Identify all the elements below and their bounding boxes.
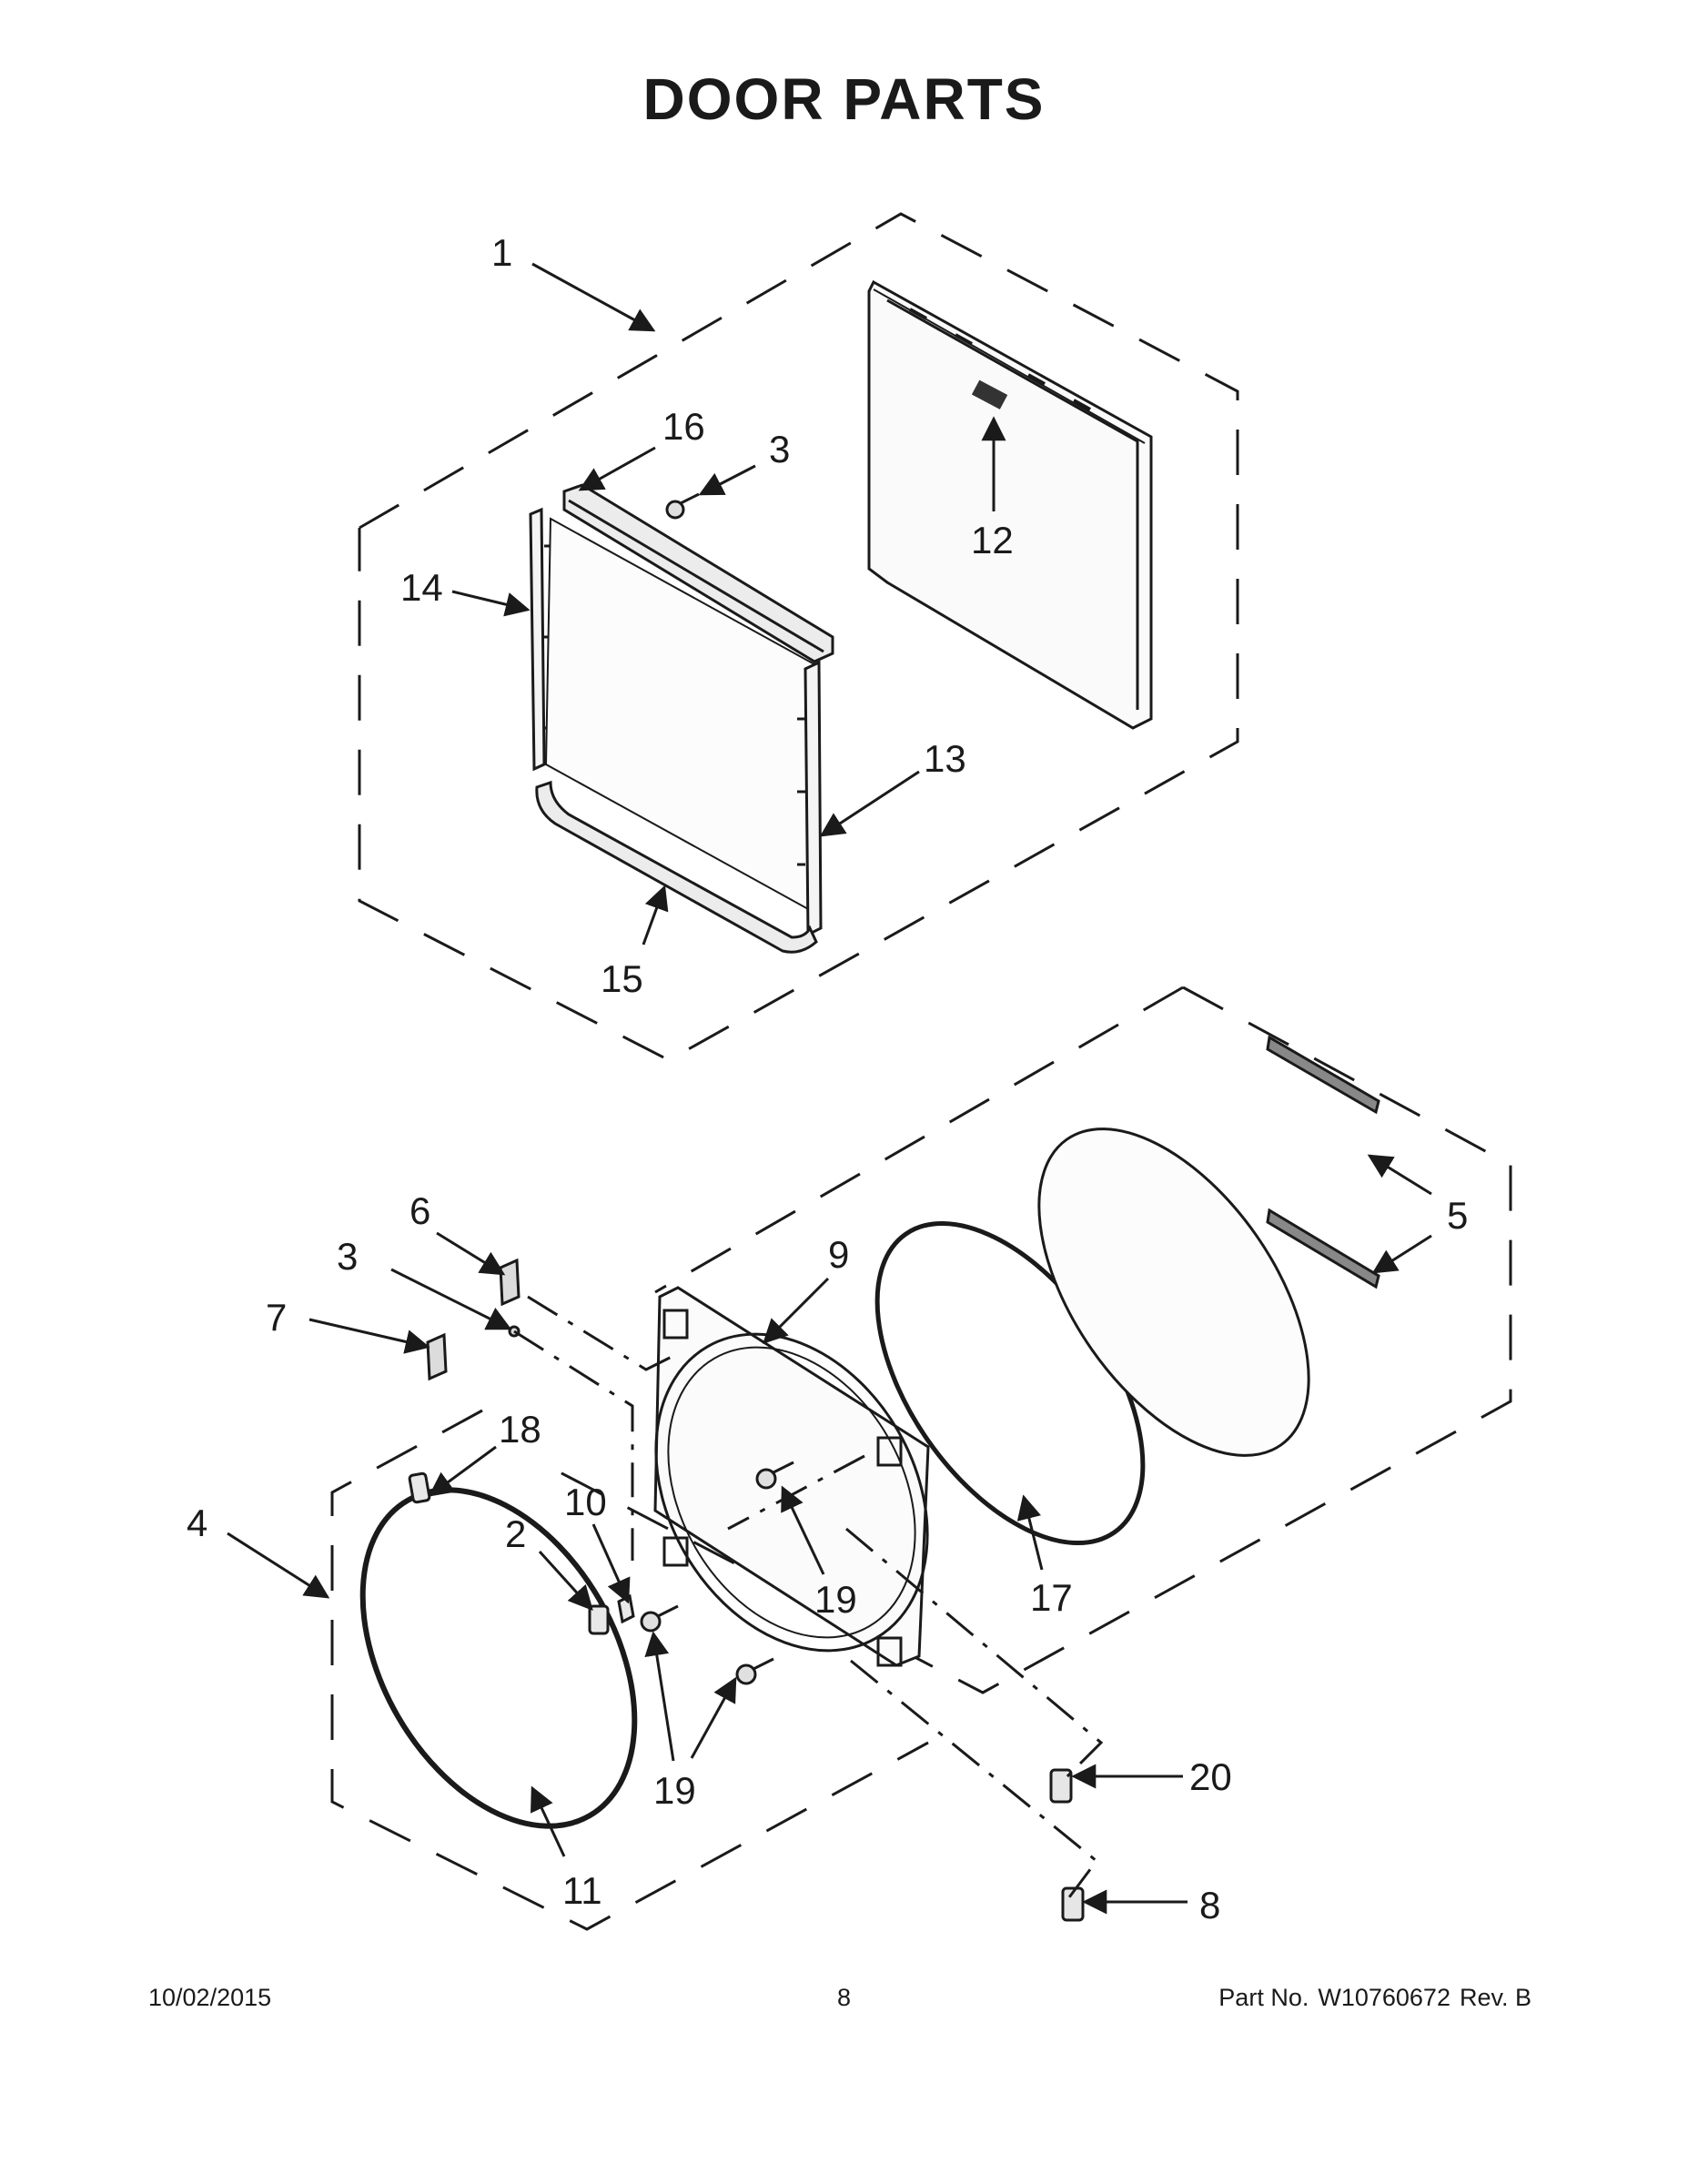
footer-part-label: Part No. — [1218, 1984, 1309, 2011]
callout-14: 14 — [400, 566, 443, 609]
hinge-brackets — [426, 1258, 521, 1381]
callout-7: 7 — [266, 1296, 287, 1339]
footer-date: 10/02/2015 — [148, 1984, 272, 2011]
bottom-door-trim — [535, 780, 818, 954]
callout-3-upper: 3 — [769, 428, 790, 470]
callout-20: 20 — [1189, 1755, 1232, 1798]
callout-6: 6 — [409, 1189, 430, 1232]
callout-3-lower: 3 — [337, 1235, 358, 1278]
callout-18: 18 — [499, 1408, 541, 1451]
callout-13: 13 — [924, 737, 966, 780]
callout-19-upper: 19 — [814, 1578, 857, 1621]
callout-17: 17 — [1030, 1576, 1073, 1619]
callout-9: 9 — [828, 1233, 849, 1276]
callout-4: 4 — [187, 1502, 207, 1544]
page-title: DOOR PARTS — [642, 66, 1046, 132]
leader-arrows — [227, 262, 1432, 1915]
inner-door-frame — [653, 1286, 930, 1667]
door-glass — [1037, 1127, 1310, 1457]
upper-assembly-boundary — [358, 212, 1239, 1062]
footer-page-number: 8 — [836, 1984, 852, 2011]
callout-11: 11 — [562, 1869, 602, 1912]
outer-door-panel — [867, 279, 1153, 730]
footer-part-number: W10760672 — [1318, 1984, 1450, 2011]
callout-1: 1 — [491, 231, 512, 274]
callout-12: 12 — [971, 519, 1014, 561]
callout-16: 16 — [662, 405, 705, 448]
screw-upper — [665, 492, 700, 520]
lower-assembly-boundary-left — [654, 986, 1184, 1294]
window-assembly-boundary — [330, 1409, 929, 1931]
callout-10: 10 — [564, 1481, 607, 1523]
window-trim — [359, 1487, 638, 1829]
callout-8: 8 — [1199, 1884, 1220, 1926]
callout-15: 15 — [601, 957, 643, 1000]
callout-5: 5 — [1447, 1194, 1468, 1237]
screws-19 — [640, 1461, 794, 1685]
right-door-trim — [797, 660, 823, 937]
hinge-covers — [1049, 1768, 1085, 1922]
callout-2: 2 — [505, 1512, 526, 1555]
glass-retainer-strips — [1266, 1035, 1380, 1289]
footer-part-info: Part No. W10760672 Rev. B — [1209, 1984, 1531, 2012]
footer-revision: Rev. B — [1459, 1984, 1531, 2011]
callout-19-lower: 19 — [653, 1769, 696, 1812]
callout-labels: 1 16 3 12 14 13 15 6 3 9 5 7 18 4 10 2 1… — [187, 231, 1468, 1926]
